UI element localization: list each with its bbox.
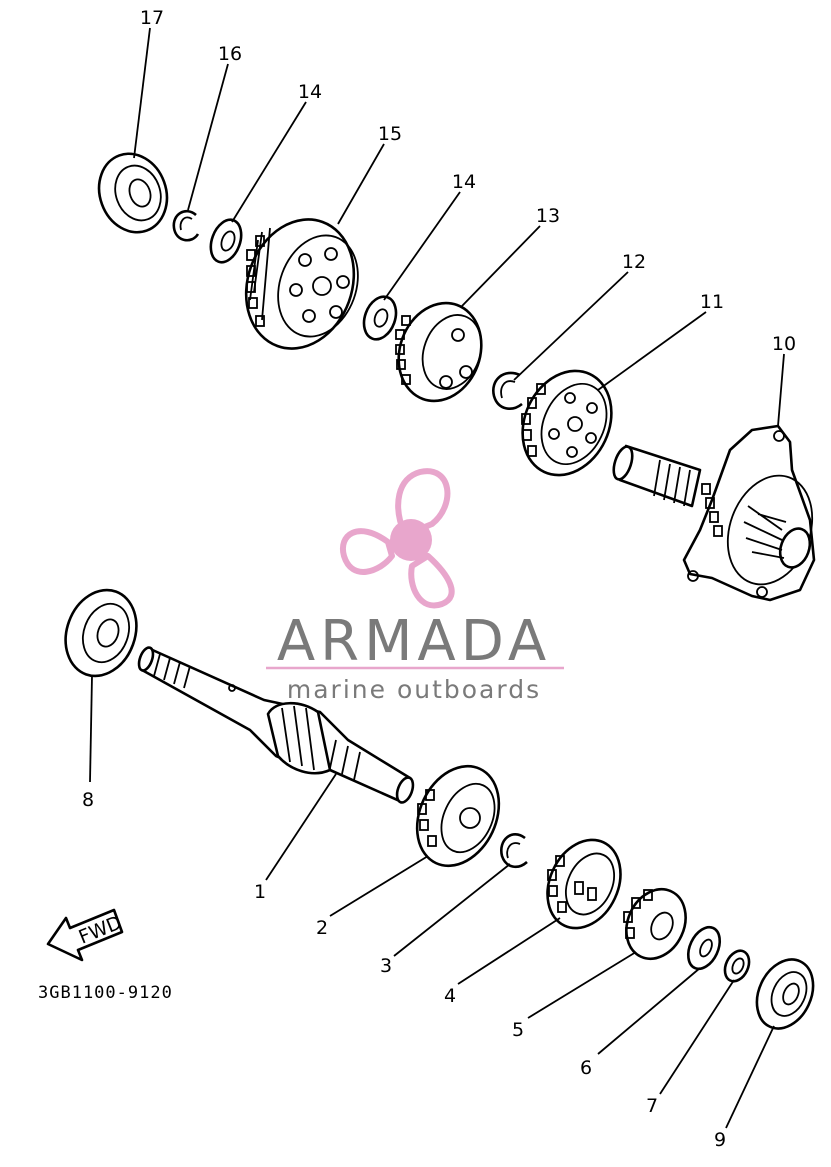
bearing-17 (97, 152, 169, 234)
callout-9: 9 (714, 1129, 726, 1151)
callout-10: 10 (772, 333, 796, 355)
watermark-brand: ARMADA (277, 609, 551, 674)
watermark-logo: ARMADA marine outboards (266, 468, 564, 704)
circlip-3 (500, 833, 528, 869)
gear-5 (623, 887, 687, 961)
washer-14-left (209, 218, 243, 264)
callout-13: 13 (536, 205, 560, 227)
gear-11 (521, 369, 613, 477)
part-code: 3GB1100-9120 (38, 983, 173, 1003)
callout-8: 8 (82, 789, 94, 811)
callout-17: 17 (140, 7, 164, 29)
bearing-9 (755, 958, 815, 1030)
washer-6 (686, 925, 722, 971)
propeller-hub-icon (390, 519, 432, 561)
callout-1: 1 (254, 881, 266, 903)
fwd-arrow-icon: FWD (46, 908, 125, 962)
callout-14-left: 14 (298, 81, 322, 103)
gear-13 (395, 301, 483, 403)
callout-7: 7 (646, 1095, 658, 1117)
callout-2: 2 (316, 917, 328, 939)
circlip-7 (723, 949, 751, 983)
callout-3: 3 (380, 955, 392, 977)
bearing-8 (64, 588, 138, 678)
gear-2 (415, 764, 501, 868)
callout-4: 4 (444, 985, 456, 1007)
gear-4 (546, 838, 622, 930)
main-shaft-1 (137, 646, 415, 804)
callout-16: 16 (218, 43, 242, 65)
drive-shaft-10 (612, 424, 816, 602)
leader-lines (89, 27, 785, 1129)
callout-15: 15 (378, 123, 402, 145)
propeller-icon (339, 468, 455, 609)
callout-5: 5 (512, 1019, 524, 1041)
callout-numbers: 17 16 14 15 14 13 12 11 10 8 1 2 3 4 5 6… (82, 7, 796, 1151)
callout-12: 12 (622, 251, 646, 273)
watermark-tagline: marine outboards (287, 675, 541, 704)
gear-15 (244, 218, 359, 350)
callout-14-center: 14 (452, 171, 476, 193)
circlip-12 (492, 371, 523, 410)
circlip-16 (172, 209, 200, 242)
washer-14-center (362, 295, 398, 341)
callout-6: 6 (580, 1057, 592, 1079)
callout-11: 11 (700, 291, 724, 313)
